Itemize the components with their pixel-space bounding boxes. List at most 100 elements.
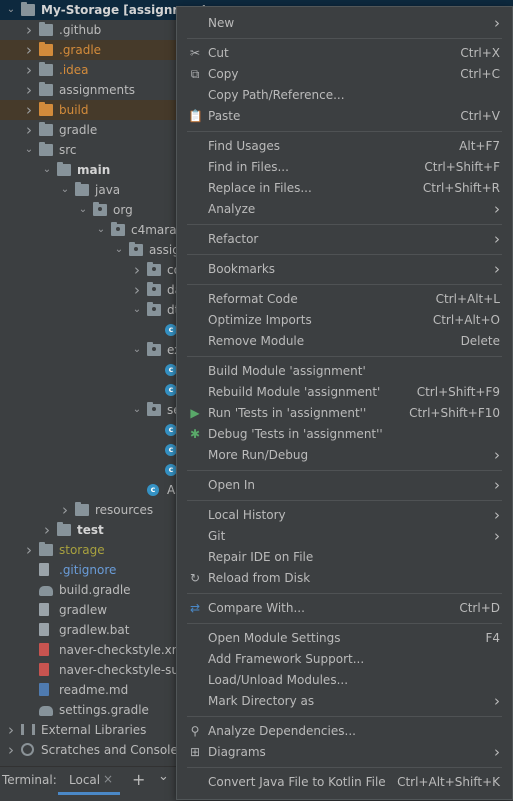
chevron-down-icon[interactable]: ⌄ — [6, 4, 16, 15]
tree-row[interactable]: naver-checkstyle-supp — [0, 660, 513, 680]
chevron-right-icon[interactable]: › — [26, 21, 32, 39]
tree-row[interactable]: readme.md — [0, 680, 513, 700]
tree-row[interactable]: ›.github — [0, 20, 513, 40]
terminal-tab-local[interactable]: Local × — [58, 767, 120, 795]
menu-item-bookmarks[interactable]: Bookmarks› — [177, 259, 512, 280]
chevron-down-icon[interactable]: ⌄ — [42, 164, 52, 175]
close-icon[interactable]: × — [103, 772, 114, 786]
menu-item-copy-path-reference[interactable]: Copy Path/Reference... — [177, 85, 512, 106]
chevron-right-icon[interactable]: › — [8, 721, 14, 739]
menu-item-rebuild-module-assignment[interactable]: Rebuild Module 'assignment'Ctrl+Shift+F9 — [177, 382, 512, 403]
menu-item-diagrams[interactable]: ⊞Diagrams› — [177, 742, 512, 763]
package-icon — [147, 282, 161, 296]
chevron-down-icon[interactable]: ⌄ — [114, 244, 124, 255]
chevron-right-icon[interactable]: › — [26, 61, 32, 79]
tree-row[interactable]: ›gradle — [0, 120, 513, 140]
tree-row[interactable]: c — [0, 380, 513, 400]
menu-item-mark-directory-as[interactable]: Mark Directory as› — [177, 691, 512, 712]
scratches-icon — [21, 743, 34, 756]
tree-row[interactable]: c — [0, 320, 513, 340]
menu-item-refactor[interactable]: Refactor› — [177, 229, 512, 250]
menu-item-debug-tests-in-assignment[interactable]: ✱Debug 'Tests in 'assignment'' — [177, 424, 512, 445]
menu-item-analyze[interactable]: Analyze› — [177, 199, 512, 220]
chevron-right-icon[interactable]: › — [62, 501, 68, 519]
menu-item-analyze-dependencies[interactable]: ⚲Analyze Dependencies... — [177, 721, 512, 742]
chevron-right-icon[interactable]: › — [26, 41, 32, 59]
menu-item-local-history[interactable]: Local History› — [177, 505, 512, 526]
chevron-down-icon[interactable]: ⌄ — [60, 184, 70, 195]
tree-row[interactable]: c — [0, 460, 513, 480]
tree-row[interactable]: ›assignments — [0, 80, 513, 100]
menu-item-build-module-assignment[interactable]: Build Module 'assignment' — [177, 361, 512, 382]
chevron-right-icon[interactable]: › — [44, 521, 50, 539]
tree-row[interactable]: settings.gradle — [0, 700, 513, 720]
tree-row[interactable]: ⌄java — [0, 180, 513, 200]
menu-item-more-run-debug[interactable]: More Run/Debug› — [177, 445, 512, 466]
tree-row[interactable]: › Scratches and Consoles — [0, 740, 513, 760]
chevron-down-icon[interactable]: ⌄ — [132, 304, 142, 315]
tree-row[interactable]: ⌄c4marath — [0, 220, 513, 240]
menu-item-git[interactable]: Git› — [177, 526, 512, 547]
tree-row[interactable]: .gitignore — [0, 560, 513, 580]
submenu-arrow-icon: › — [494, 14, 500, 32]
tree-row[interactable]: build.gradle — [0, 580, 513, 600]
menu-item-run-tests-in-assignment[interactable]: ▶Run 'Tests in 'assignment''Ctrl+Shift+F… — [177, 403, 512, 424]
tree-row[interactable]: ⌄org — [0, 200, 513, 220]
chevron-right-icon[interactable]: › — [26, 81, 32, 99]
tree-row[interactable]: ›storage — [0, 540, 513, 560]
menu-item-new[interactable]: New› — [177, 13, 512, 34]
chevron-right-icon[interactable]: › — [134, 261, 140, 279]
shortcut-label: Ctrl+Alt+Shift+K — [397, 775, 500, 789]
tree-row[interactable]: ›test — [0, 520, 513, 540]
tree-row[interactable]: gradlew.bat — [0, 620, 513, 640]
menu-item-add-framework-support[interactable]: Add Framework Support... — [177, 649, 512, 670]
chevron-right-icon[interactable]: › — [134, 281, 140, 299]
menu-item-load-unload-modules[interactable]: Load/Unload Modules... — [177, 670, 512, 691]
submenu-arrow-icon: › — [494, 230, 500, 248]
folder-icon — [39, 142, 53, 156]
tree-row[interactable]: c — [0, 440, 513, 460]
chevron-down-icon[interactable]: ⌄ — [158, 769, 169, 784]
chevron-right-icon[interactable]: › — [26, 121, 32, 139]
chevron-down-icon[interactable]: ⌄ — [24, 144, 34, 155]
chevron-down-icon[interactable]: ⌄ — [96, 224, 106, 235]
menu-item-compare-with[interactable]: ⇄Compare With...Ctrl+D — [177, 598, 512, 619]
tree-row[interactable]: ⌄src — [0, 140, 513, 160]
chevron-right-icon[interactable]: › — [8, 741, 14, 759]
menu-item-find-in-files[interactable]: Find in Files...Ctrl+Shift+F — [177, 157, 512, 178]
tree-row[interactable]: ⌄se — [0, 400, 513, 420]
menu-item-replace-in-files[interactable]: Replace in Files...Ctrl+Shift+R — [177, 178, 512, 199]
tree-label: Scratches and Consoles — [41, 743, 185, 757]
chevron-down-icon[interactable]: ⌄ — [132, 344, 142, 355]
menu-item-label: Mark Directory as — [208, 694, 315, 708]
menu-item-reload-from-disk[interactable]: ↻Reload from Disk — [177, 568, 512, 589]
chevron-right-icon[interactable]: › — [26, 101, 32, 119]
menu-item-open-in[interactable]: Open In› — [177, 475, 512, 496]
class-icon: c — [165, 464, 177, 476]
chevron-right-icon[interactable]: › — [26, 541, 32, 559]
add-terminal-icon[interactable]: + — [132, 770, 146, 789]
chevron-down-icon[interactable]: ⌄ — [78, 204, 88, 215]
tree-row[interactable]: › resources — [0, 500, 513, 520]
tree-label: resources — [95, 503, 154, 517]
menu-item-repair-ide-on-file[interactable]: Repair IDE on File — [177, 547, 512, 568]
application-class-icon: c — [147, 484, 159, 496]
tree-row[interactable]: c — [0, 420, 513, 440]
chevron-down-icon[interactable]: ⌄ — [132, 404, 142, 415]
tree-row[interactable]: ⌄main — [0, 160, 513, 180]
tree-row[interactable]: gradlew — [0, 600, 513, 620]
tree-row[interactable]: c — [0, 360, 513, 380]
menu-item-label: Add Framework Support... — [208, 652, 365, 666]
tree-row[interactable]: ›External Libraries — [0, 720, 513, 740]
tree-row[interactable]: ›.idea — [0, 60, 513, 80]
tree-row[interactable]: naver-checkstyle.xml — [0, 640, 513, 660]
